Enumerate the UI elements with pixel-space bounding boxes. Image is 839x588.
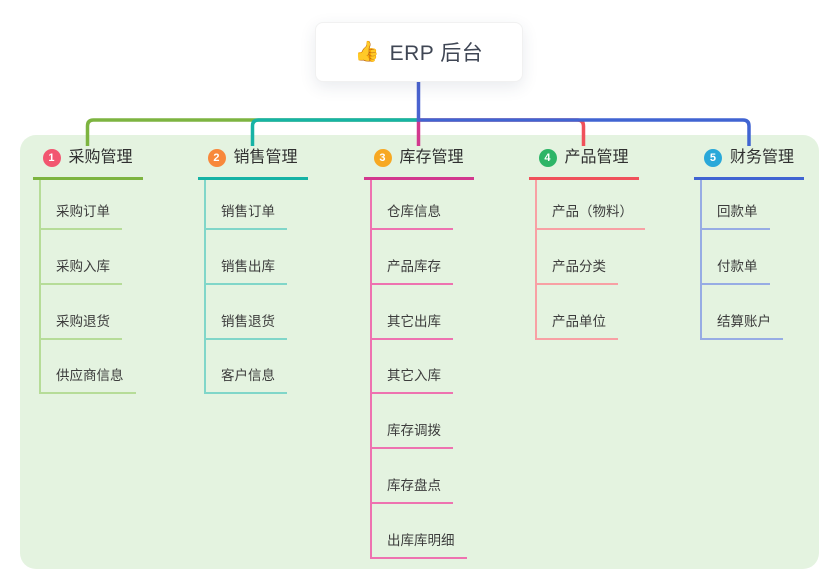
child-node[interactable]: 销售订单 — [204, 202, 287, 230]
child-node[interactable]: 产品单位 — [535, 312, 618, 340]
branch-5-label: 财务管理 — [729, 149, 795, 166]
branch-5-number-badge: 5 — [703, 149, 722, 167]
branch-5-node[interactable]: 5 财务管理 — [693, 146, 805, 180]
child-node[interactable]: 产品分类 — [535, 257, 618, 285]
child-node[interactable]: 其它出库 — [370, 312, 453, 340]
child-node[interactable]: 产品库存 — [370, 257, 453, 285]
root-node[interactable]: 👍 ERP 后台 — [315, 22, 523, 82]
branch-3-child-line — [370, 178, 372, 559]
child-node[interactable]: 产品（物料） — [535, 202, 645, 230]
branch-5-child-line — [700, 178, 702, 340]
branch-1-number-badge: 1 — [42, 149, 61, 167]
branch-1-node[interactable]: 1 采购管理 — [32, 146, 143, 180]
branch-1-label: 采购管理 — [68, 149, 133, 166]
branch-3-number-badge: 3 — [373, 149, 392, 167]
child-node[interactable]: 采购退货 — [39, 312, 122, 340]
root-node-label: ERP 后台 — [389, 42, 484, 65]
branch-4-label: 产品管理 — [564, 149, 629, 166]
branch-2-number-badge: 2 — [207, 149, 226, 167]
branch-4-child-line — [535, 178, 537, 340]
thumbs-up-icon: 👍 — [354, 41, 380, 63]
child-node[interactable]: 销售出库 — [204, 257, 287, 285]
branch-3-label: 库存管理 — [399, 149, 464, 166]
child-node[interactable]: 回款单 — [700, 202, 770, 230]
branches-panel — [20, 135, 819, 569]
branch-2-child-line — [204, 178, 206, 394]
branch-3-node[interactable]: 3 库存管理 — [363, 146, 474, 180]
child-node[interactable]: 库存盘点 — [370, 476, 453, 504]
branch-4-node[interactable]: 4 产品管理 — [528, 146, 639, 180]
child-node[interactable]: 采购入库 — [39, 257, 122, 285]
branch-2-node[interactable]: 2 销售管理 — [197, 146, 308, 180]
child-node[interactable]: 销售退货 — [204, 312, 287, 340]
child-node[interactable]: 仓库信息 — [370, 202, 453, 230]
branch-4-number-badge: 4 — [538, 149, 557, 167]
child-node[interactable]: 采购订单 — [39, 202, 122, 230]
child-node[interactable]: 结算账户 — [700, 312, 783, 340]
child-node[interactable]: 付款单 — [700, 257, 770, 285]
child-node[interactable]: 供应商信息 — [39, 366, 136, 394]
branch-1-child-line — [39, 178, 41, 394]
child-node[interactable]: 库存调拨 — [370, 421, 453, 449]
child-node[interactable]: 出库库明细 — [370, 531, 467, 559]
child-node[interactable]: 其它入库 — [370, 366, 453, 394]
branch-2-label: 销售管理 — [233, 149, 298, 166]
child-node[interactable]: 客户信息 — [204, 366, 287, 394]
